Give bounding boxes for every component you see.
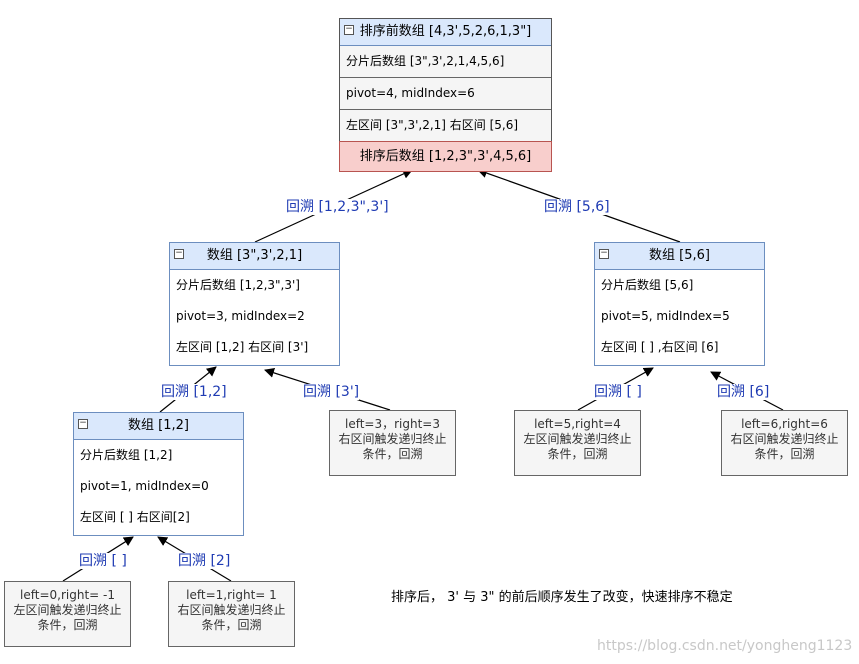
leaf-line: 右区间触发递归终止 <box>177 603 286 617</box>
edge-label-backtrack-1233: 回溯 [1,2,3",3'] <box>286 199 389 215</box>
edge-label-backtrack-6: 回溯 [6] <box>717 384 770 400</box>
left2-row-partitioned: 分片后数组 [1,2] <box>80 448 173 462</box>
collapse-icon[interactable]: − <box>344 24 354 35</box>
stability-note: 排序后， 3' 与 3" 的前后顺序发生了改变，快速排序不稳定 <box>391 590 733 605</box>
left2-row-ranges: 左区间 [ ] 右区间[2] <box>80 510 190 524</box>
edge-label-backtrack-empty-left: 回溯 [ ] <box>79 553 127 569</box>
collapse-icon[interactable]: − <box>174 248 184 259</box>
left2-title: 数组 [1,2] <box>128 418 189 433</box>
edge-label-backtrack-56: 回溯 [5,6] <box>544 199 610 215</box>
leaf-right1-left: left=5,right=4 左区间触发递归终止 条件，回溯 <box>514 410 641 476</box>
leaf-line: left=1,right= 1 <box>186 588 277 602</box>
root-node: − 排序前数组 [4,3',5,2,6,1,3"] 分片后数组 [3",3',2… <box>339 18 552 172</box>
leaf-line: 条件，回溯 <box>754 447 815 461</box>
root-row-ranges: 左区间 [3",3',2,1] 右区间 [5,6] <box>340 110 551 142</box>
root-header: − 排序前数组 [4,3',5,2,6,1,3"] <box>340 19 551 46</box>
left2-row-pivot: pivot=1, midIndex=0 <box>80 479 209 493</box>
root-footer-sorted: 排序后数组 [1,2,3",3',4,5,6] <box>339 141 552 172</box>
right1-row-partitioned: 分片后数组 [5,6] <box>601 278 694 292</box>
leaf-line: 右区间触发递归终止 <box>338 432 447 446</box>
leaf-line: left=5,right=4 <box>534 417 621 431</box>
leaf-left1-right: left=3，right=3 右区间触发递归终止 条件，回溯 <box>329 410 456 476</box>
collapse-icon[interactable]: − <box>599 248 609 259</box>
leaf-left2-left: left=0,right= -1 左区间触发递归终止 条件，回溯 <box>4 581 131 647</box>
leaf-line: 条件，回溯 <box>362 447 423 461</box>
leaf-line: 条件，回溯 <box>37 618 98 632</box>
watermark: https://blog.csdn.net/yongheng1123 <box>597 638 853 654</box>
root-row-pivot: pivot=4, midIndex=6 <box>340 78 551 110</box>
leaf-line: left=3，right=3 <box>344 417 440 431</box>
edge-label-backtrack-12: 回溯 [1,2] <box>161 384 227 400</box>
leaf-line: 左区间触发递归终止 <box>13 603 122 617</box>
leaf-right1-right: left=6,right=6 右区间触发递归终止 条件，回溯 <box>721 410 848 476</box>
leaf-line: left=0,right= -1 <box>20 588 115 602</box>
left2-header: − 数组 [1,2] <box>74 413 243 440</box>
edge-label-backtrack-2: 回溯 [2] <box>178 553 231 569</box>
left1-node: − 数组 [3",3',2,1] 分片后数组 [1,2,3",3'] pivot… <box>169 242 340 366</box>
left1-title: 数组 [3",3',2,1] <box>206 248 303 263</box>
leaf-left2-right: left=1,right= 1 右区间触发递归终止 条件，回溯 <box>168 581 295 647</box>
edge-label-backtrack-empty-right: 回溯 [ ] <box>594 384 642 400</box>
edge-label-backtrack-3p: 回溯 [3'] <box>303 384 360 400</box>
right1-node: − 数组 [5,6] 分片后数组 [5,6] pivot=5, midIndex… <box>594 242 765 366</box>
right1-title: 数组 [5,6] <box>649 248 710 263</box>
leaf-line: 左区间触发递归终止 <box>523 432 632 446</box>
left2-node: − 数组 [1,2] 分片后数组 [1,2] pivot=1, midIndex… <box>73 412 244 536</box>
right1-row-pivot: pivot=5, midIndex=5 <box>601 309 730 323</box>
left1-row-pivot: pivot=3, midIndex=2 <box>176 309 305 323</box>
leaf-line: 条件，回溯 <box>201 618 262 632</box>
right1-row-ranges: 左区间 [ ] ,右区间 [6] <box>601 340 719 354</box>
leaf-line: 右区间触发递归终止 <box>730 432 839 446</box>
root-title: 排序前数组 [4,3',5,2,6,1,3"] <box>359 24 532 39</box>
left1-row-partitioned: 分片后数组 [1,2,3",3'] <box>176 278 300 292</box>
root-row-partitioned: 分片后数组 [3",3',2,1,4,5,6] <box>340 46 551 78</box>
collapse-icon[interactable]: − <box>78 418 88 429</box>
right1-header: − 数组 [5,6] <box>595 243 764 270</box>
left1-row-ranges: 左区间 [1,2] 右区间 [3'] <box>176 340 309 354</box>
leaf-line: 条件，回溯 <box>547 447 608 461</box>
leaf-line: left=6,right=6 <box>741 417 828 431</box>
left1-header: − 数组 [3",3',2,1] <box>170 243 339 270</box>
